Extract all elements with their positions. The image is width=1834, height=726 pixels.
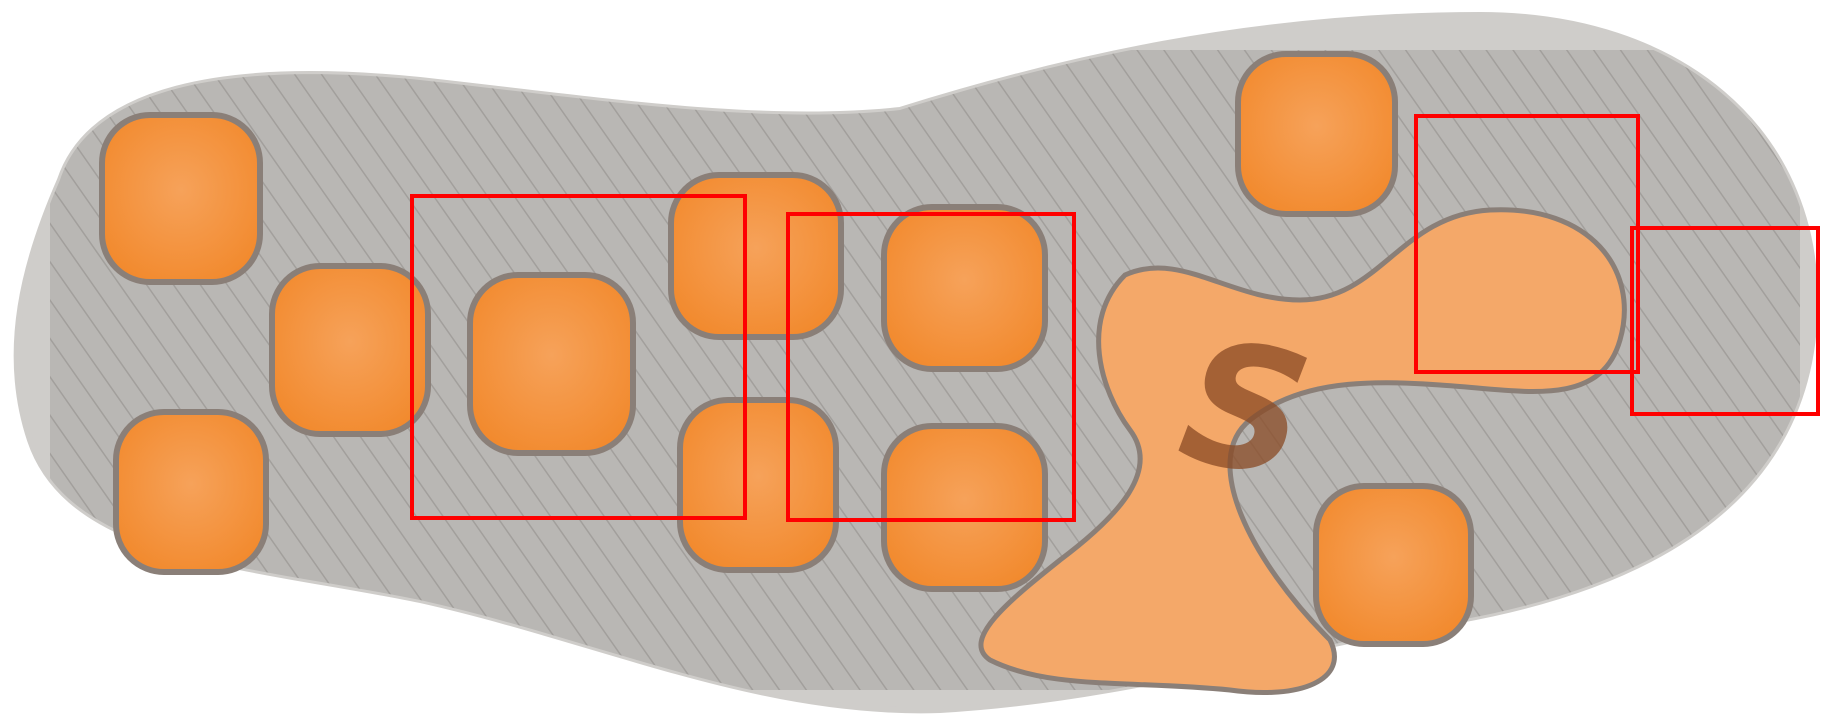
midsole-cushion-window: [978, 207, 1627, 695]
traction-pods: [99, 51, 1474, 647]
traction-pod: [467, 272, 636, 456]
traction-pod: [1235, 51, 1398, 217]
traction-pod: [113, 409, 269, 575]
traction-pod: [668, 172, 844, 340]
traction-pod: [99, 112, 263, 285]
annotation-box: [1414, 114, 1640, 374]
traction-pod: [1313, 483, 1474, 647]
traction-pod: [881, 204, 1048, 372]
annotation-box: [786, 212, 1076, 522]
annotation-boxes: [410, 114, 1820, 522]
traction-pod: [677, 397, 839, 573]
annotation-box: [410, 194, 747, 520]
traction-pod: [269, 263, 431, 437]
traction-pod: [881, 423, 1048, 592]
annotation-box: [1630, 226, 1820, 416]
